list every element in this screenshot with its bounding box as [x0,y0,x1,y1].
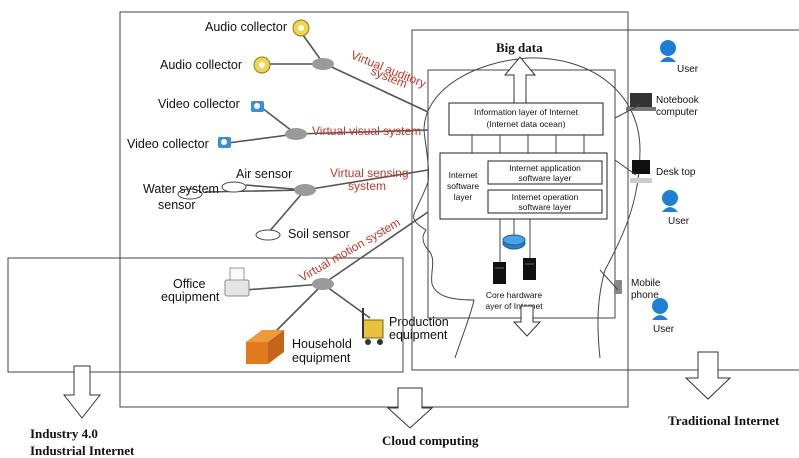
hardware-down-arrow [512,305,542,337]
industry-label: Industry 4.0 [30,426,98,441]
application-layer-box [487,160,603,185]
household-box-icon [246,330,284,364]
cloud-computing-label: Cloud computing [382,433,479,448]
big-data-label: Big data [496,40,543,55]
desktop-icon [630,160,652,183]
traditional-internet-frame [411,29,799,371]
audio-collector-icon-2 [253,56,271,74]
traditional-internet-label: Traditional Internet [668,413,780,428]
cloud-down-arrow [386,387,434,429]
virtual-motion-label: Virtual motion system [297,215,403,284]
information-layer-box [448,102,604,136]
audio-collector-label-2: Audio collector [160,58,242,72]
operation-layer-label: Internet operation [512,192,579,202]
printer-icon [224,267,250,297]
user-icon-2 [662,190,678,212]
information-layer-sublabel: (Internet data ocean) [487,119,566,129]
virtual-sensing-label: Virtual sensing [330,166,409,180]
user-label-3: User [653,324,675,335]
desktop-label: Desk top [656,167,696,178]
mobile-phone-label: Mobile [631,278,661,289]
information-layer-label: Information layer of Internet [474,107,579,117]
production-equipment-label: Production [389,315,449,329]
video-collector-icon-2 [218,137,231,148]
soil-sensor-label: Soil sensor [288,227,350,241]
forklift-icon [362,308,384,345]
laptop-icon [626,93,656,111]
user-icon-3 [652,298,668,320]
industry-down-arrow [62,365,102,419]
water-sensor-label: Water system [143,182,219,196]
router-icon [502,234,526,250]
operation-layer-box [487,189,603,214]
operation-layer-sublabel: software layer [519,202,572,212]
audio-collector-label: Audio collector [205,20,287,34]
office-equipment-label: Office [173,277,205,291]
video-collector-label: Video collector [158,97,240,111]
water-sensor-label-2: sensor [158,198,196,212]
mobile-phone-label-2: phone [631,290,659,301]
air-sensor-label: Air sensor [236,167,292,181]
core-hardware-sublabel: ayer of Internet [485,301,543,311]
user-label-2: User [668,216,690,227]
household-equipment-label-2: equipment [292,351,351,365]
big-data-arrow [503,56,537,111]
server-icon [493,258,536,284]
sensing-hub [177,169,429,241]
virtual-visual-label: Virtual visual system [312,124,421,138]
notebook-label-2: computer [656,107,698,118]
visual-hub [227,107,429,144]
virtual-sensing-label-2: system [348,179,386,193]
software-layer-label-3: layer [454,192,473,202]
video-collector-label-2: Video collector [127,137,209,151]
software-layer-label: Internet [449,170,478,180]
notebook-label: Notebook [656,95,700,106]
application-layer-label: Internet application [509,163,581,173]
video-collector-icon [251,101,264,112]
user-label: User [677,64,699,75]
core-hardware-label: Core hardware [486,290,542,300]
mobile-phone-icon [614,280,622,294]
traditional-down-arrow [684,351,732,400]
user-icon [660,40,676,62]
industry-label-2: Industrial Internet [30,443,135,458]
industrial-internet-frame [7,257,404,373]
production-equipment-label-2: equipment [389,328,448,342]
auditory-hub [266,27,429,113]
cloud-computing-frame [119,11,629,408]
household-equipment-label: Household [292,337,352,351]
audio-collector-icon [292,19,310,37]
software-layer-label-2: software [447,181,479,191]
office-equipment-label-2: equipment [161,290,220,304]
application-layer-sublabel: software layer [519,173,572,183]
